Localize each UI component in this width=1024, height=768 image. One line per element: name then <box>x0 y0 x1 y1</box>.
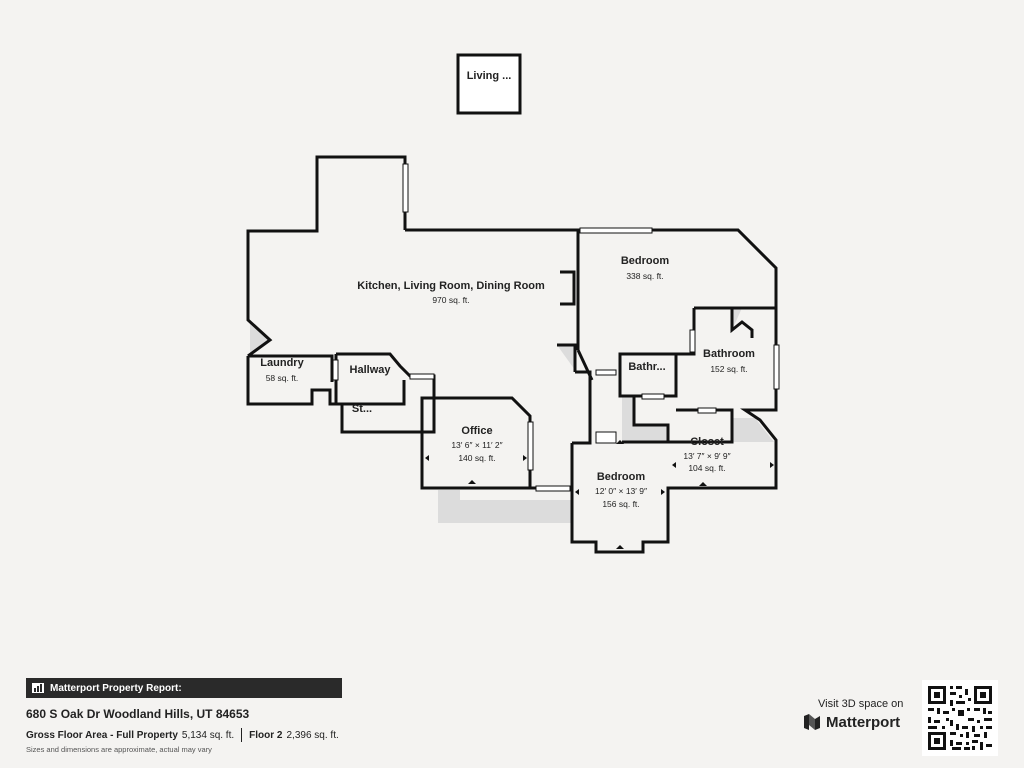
room-name-bathroom-small: Bathr... <box>628 361 665 373</box>
room-area-laundry: 58 sq. ft. <box>266 373 299 383</box>
room-outline-living-small <box>456 53 522 115</box>
windows <box>332 163 780 492</box>
room-area-closet: 104 sq. ft. <box>688 463 725 473</box>
matterport-name: Matterport <box>826 713 901 731</box>
qr-code-icon[interactable] <box>922 680 998 756</box>
report-title: Matterport Property Report: <box>50 682 182 694</box>
room-name-hallway: Hallway <box>350 364 392 376</box>
room-area-kitchen: 970 sq. ft. <box>432 295 469 305</box>
matterport-brand[interactable]: Matterport <box>803 713 900 731</box>
room-area-bathroom-main: 152 sq. ft. <box>710 364 747 374</box>
room-name-bedroom-2: Bedroom <box>597 471 646 483</box>
room-area-bedroom-main: 338 sq. ft. <box>626 271 663 281</box>
room-name-storage: St... <box>352 403 372 415</box>
room-name-bedroom-main: Bedroom <box>621 255 670 267</box>
room-name-office: Office <box>461 425 492 437</box>
room-name-living-small: Living ... <box>467 70 512 82</box>
room-name-laundry: Laundry <box>260 357 304 369</box>
disclaimer: Sizes and dimensions are approximate, ac… <box>26 745 212 754</box>
shaded-areas <box>250 308 774 523</box>
report-banner: Matterport Property Report: <box>26 678 342 698</box>
floor-label: Floor 2 <box>249 729 283 741</box>
gross-area-label: Gross Floor Area - Full Property <box>26 729 178 741</box>
dimension-markers <box>425 440 774 549</box>
room-name-kitchen: Kitchen, Living Room, Dining Room <box>357 280 545 292</box>
room-dims-closet: 13′ 7″ × 9′ 9″ <box>683 451 730 461</box>
room-dims-bedroom-2: 12′ 0″ × 13′ 9″ <box>595 486 647 496</box>
gross-area-value: 5,134 sq. ft. <box>181 729 235 741</box>
floor-area-summary: Gross Floor Area - Full Property 5,134 s… <box>26 728 339 742</box>
property-address: 680 S Oak Dr Woodland Hills, UT 84653 <box>26 707 250 721</box>
room-name-bathroom-main: Bathroom <box>703 348 755 360</box>
bar-chart-icon <box>32 683 44 693</box>
walls <box>246 155 778 554</box>
matterport-logo-icon <box>804 714 820 730</box>
floor-area-value: 2,396 sq. ft. <box>286 729 339 741</box>
visit-3d-text: Visit 3D space on <box>818 698 904 710</box>
room-area-office: 140 sq. ft. <box>458 453 495 463</box>
room-area-bedroom-2: 156 sq. ft. <box>602 499 639 509</box>
divider <box>241 728 243 742</box>
room-dims-office: 13′ 6″ × 11′ 2″ <box>451 440 502 450</box>
floor-plan: Living ... Kitchen, Living Room, Dining … <box>246 53 780 554</box>
room-name-closet: Closet <box>690 436 724 448</box>
